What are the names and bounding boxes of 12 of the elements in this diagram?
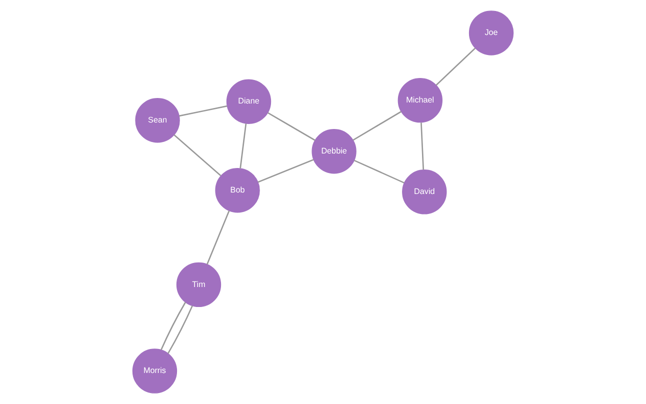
connector	[420, 122, 424, 170]
connector	[258, 159, 314, 183]
connector	[206, 210, 230, 264]
connector	[167, 305, 193, 354]
connector	[240, 123, 247, 168]
connector	[160, 302, 186, 350]
connector	[179, 105, 228, 117]
connector	[174, 134, 222, 176]
connector	[354, 160, 404, 184]
connector	[436, 48, 476, 86]
connector	[352, 111, 402, 141]
connector	[268, 112, 316, 141]
